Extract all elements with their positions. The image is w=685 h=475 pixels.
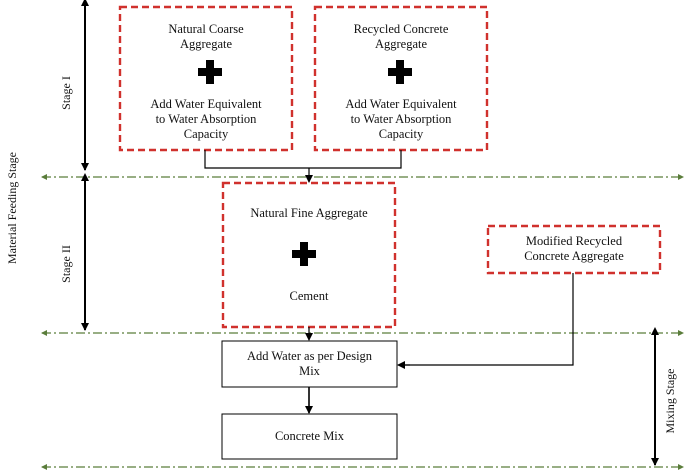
recycled-concrete-title: Recycled Concrete Aggregate	[353, 22, 449, 51]
concrete-mix-title: Concrete Mix	[274, 429, 345, 443]
material-feeding-stage-label: Material Feeding Stage	[5, 152, 19, 264]
natural-fine-title: Natural Fine Aggregate	[250, 206, 368, 220]
concrete-mix-box	[221, 413, 398, 460]
plus-icon	[198, 60, 222, 84]
add-water-title: Add Water as per Design Mix	[246, 349, 373, 378]
merge-connector	[204, 150, 402, 169]
mixing-stage-label: Mixing Stage	[663, 368, 677, 434]
natural-coarse-box	[118, 5, 294, 152]
plus-icon	[292, 242, 316, 266]
stage-2-label: Stage II	[59, 245, 73, 283]
modified-recycled-title: Modified Recycled Concrete Aggregate	[524, 234, 624, 263]
cement-label: Cement	[289, 289, 329, 303]
modified-recycled-connector	[405, 273, 574, 366]
stage-1-label: Stage I	[59, 76, 73, 110]
plus-icon	[388, 60, 412, 84]
natural-coarse-title: Natural Coarse Aggregate	[168, 22, 244, 51]
natural-coarse-water-note: Add Water Equivalent to Water Absorption…	[150, 97, 262, 141]
recycled-concrete-water-note: Add Water Equivalent to Water Absorption…	[345, 97, 457, 141]
